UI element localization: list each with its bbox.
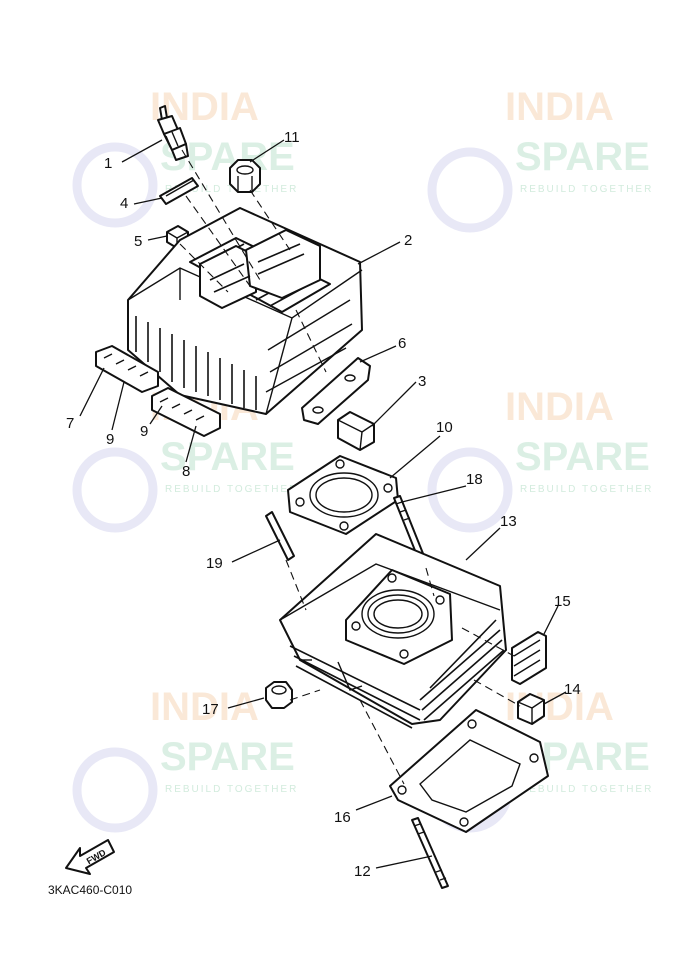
callout-11: 11: [284, 129, 300, 146]
watermark-text-spare: SPARE: [515, 435, 650, 479]
callout-12: 12: [354, 863, 371, 880]
callout-13: 13: [500, 513, 517, 530]
watermark-tagline: REBUILD TOGETHER: [165, 184, 298, 195]
callout-labels: 1 4 5 11 2 6 3 7 9 9 8 10 18 13 19 15 14…: [66, 129, 581, 880]
cylinder-part: [279, 533, 507, 729]
watermark-mid-right: INDIA SPARE REBUILD TOGETHER: [427, 385, 653, 533]
watermark-text-india: INDIA: [150, 685, 259, 729]
watermark-tagline: REBUILD TOGETHER: [520, 184, 653, 195]
watermark-text-spare: SPARE: [160, 435, 295, 479]
block-part-3: [337, 411, 375, 451]
fwd-arrow-icon: FWD: [65, 839, 115, 875]
callout-3: 3: [418, 373, 426, 390]
callout-8: 8: [182, 463, 190, 480]
callout-10: 10: [436, 419, 453, 436]
callout-5: 5: [134, 233, 142, 250]
watermark-top-right: INDIA SPARE REBUILD TOGETHER: [427, 85, 653, 233]
spark-plug-part: [157, 105, 189, 161]
watermark-bottom-left: INDIA SPARE REBUILD TOGETHER: [72, 685, 298, 833]
nut-part-17: [265, 681, 293, 709]
callout-15: 15: [554, 593, 571, 610]
callout-7: 7: [66, 415, 74, 432]
damper-part-15: [511, 631, 547, 685]
damper-part-7: [95, 345, 159, 393]
watermark-tagline: REBUILD TOGETHER: [165, 784, 298, 795]
watermark-tagline: REBUILD TOGETHER: [520, 484, 653, 495]
leader-lines: [79, 139, 567, 869]
cylinder-head-part: [127, 207, 363, 415]
watermark-text-india: INDIA: [505, 85, 614, 129]
damper-part-8: [151, 387, 221, 437]
assembly-lines: [179, 149, 521, 785]
callout-6: 6: [398, 335, 406, 352]
callout-14: 14: [564, 681, 581, 698]
callout-9-upper: 9: [106, 431, 114, 448]
diagram-code: 3KAC460-C010: [48, 883, 132, 897]
callout-4: 4: [120, 195, 128, 212]
nut-part-11: [229, 159, 261, 193]
watermark-text-spare: SPARE: [515, 135, 650, 179]
callout-18: 18: [466, 471, 483, 488]
pin-part-4: [159, 177, 199, 205]
callout-2: 2: [404, 232, 412, 249]
callout-16: 16: [334, 809, 351, 826]
watermark-text-india: INDIA: [505, 385, 614, 429]
block-part-14: [517, 693, 545, 725]
head-gasket-part: [287, 455, 399, 535]
callout-17: 17: [202, 701, 219, 718]
stud-part-12: [411, 817, 449, 889]
base-gasket-part: [389, 709, 549, 833]
callout-9-lower: 9: [140, 423, 148, 440]
callout-19: 19: [206, 555, 223, 572]
callout-1: 1: [104, 155, 112, 172]
dowel-pin-part-19: [265, 511, 295, 561]
bracket-part-6: [301, 357, 371, 425]
watermark-text-spare: SPARE: [160, 735, 295, 779]
watermark-tagline: REBUILD TOGETHER: [165, 484, 298, 495]
watermark-tagline: REBUILD TOGETHER: [520, 784, 653, 795]
